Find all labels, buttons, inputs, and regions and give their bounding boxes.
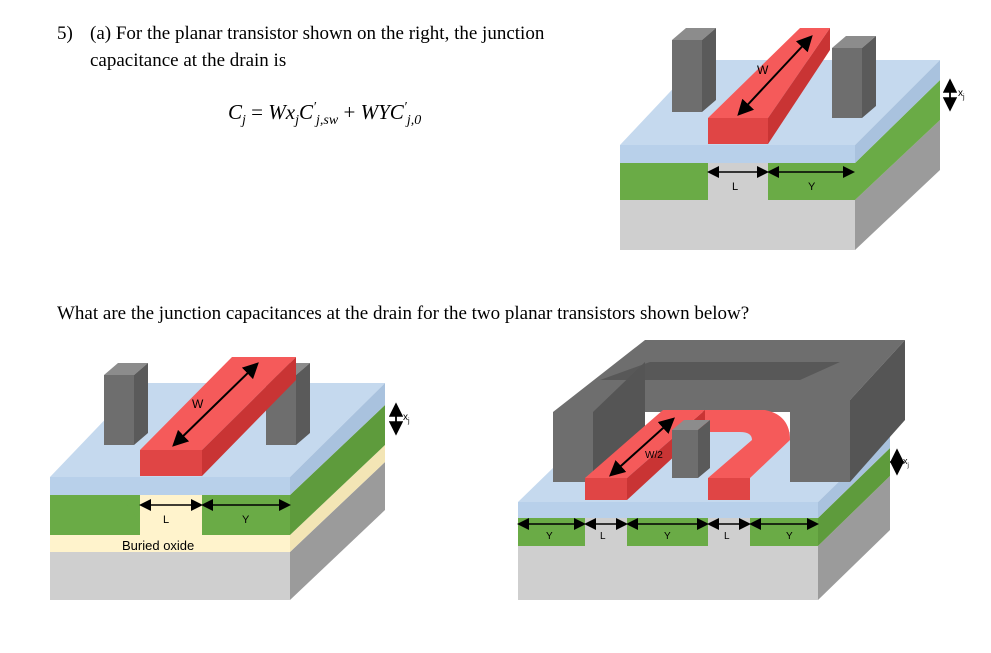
figure-2-soi-transistor: W L Y Buried oxide xj [50,357,410,600]
fig2-w-label: W [192,397,204,411]
fig2-xj-label: xj [403,412,410,425]
question-line: What are the junction capacitances at th… [57,303,750,324]
fig3-w-label: W/2 [645,450,663,461]
fig2-l-label: L [163,514,169,526]
question-number: 5) [57,23,73,44]
fig3-l1-label: L [600,531,606,542]
fig1-y-label: Y [808,181,816,193]
buried-oxide-label: Buried oxide [122,538,194,553]
figure-3-multifinger-transistor: W/2 Y L Y L Y xj [517,340,909,600]
fig3-l2-label: L [724,531,730,542]
fig1-l-label: L [732,181,738,193]
figure-1-transistor: W L Y xj [620,28,965,250]
part-a-line2: capacitance at the drain is [90,50,287,71]
fig3-y2-label: Y [664,531,671,542]
fig2-y-label: Y [242,514,250,526]
fig1-xj-label: xj [958,88,965,101]
fig3-y3-label: Y [786,531,793,542]
part-a-line1: (a) For the planar transistor shown on t… [90,23,545,44]
fig3-xj-label: xj [903,456,909,469]
junction-capacitance-formula: Cj = WxjC′j,sw + WYC′j,0 [228,100,422,129]
fig1-w-label: W [757,63,769,77]
fig3-y1-label: Y [546,531,553,542]
